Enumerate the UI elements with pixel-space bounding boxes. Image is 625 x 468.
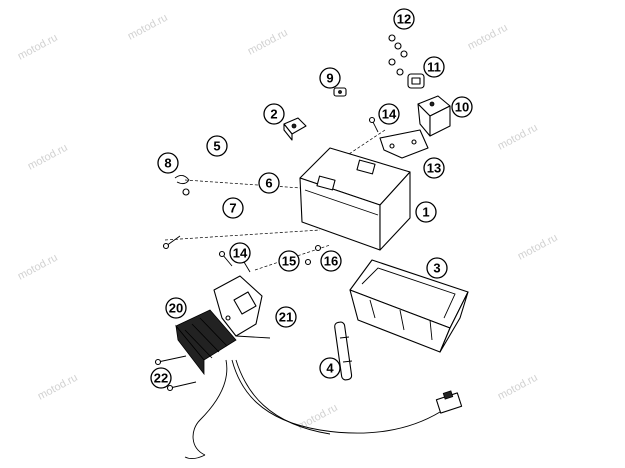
svg-text:22: 22 [154, 371, 168, 386]
callout-11: 11 [423, 56, 445, 78]
svg-text:16: 16 [324, 254, 338, 269]
callout-14-upper: 14 [378, 103, 400, 125]
callout-labels: 1 2 3 4 5 6 7 8 9 10 11 12 13 14 14 [150, 8, 473, 389]
callout-1: 1 [415, 201, 437, 223]
rubber-strap [334, 321, 353, 381]
svg-text:2: 2 [270, 107, 277, 122]
svg-text:7: 7 [229, 201, 236, 216]
watermark-text: motod.ru [466, 22, 510, 53]
svg-text:11: 11 [427, 60, 441, 75]
callout-9: 9 [319, 67, 341, 89]
callout-16: 16 [320, 250, 342, 272]
callout-15: 15 [278, 250, 300, 272]
starter-relay [417, 95, 451, 137]
watermark-text: motod.ru [496, 122, 540, 153]
bracket-bolt [368, 116, 379, 133]
watermark-layer: motod.ru motod.ru motod.ru motod.ru moto… [16, 12, 560, 433]
terminal-block [283, 117, 307, 141]
svg-text:10: 10 [455, 100, 469, 115]
callout-6: 6 [258, 172, 280, 194]
svg-text:6: 6 [265, 176, 272, 191]
screws-group [388, 34, 408, 76]
watermark-text: motod.ru [296, 402, 340, 433]
callout-7: 7 [222, 197, 244, 219]
svg-text:4: 4 [326, 361, 334, 376]
watermark-text: motod.ru [246, 27, 290, 58]
callout-12: 12 [393, 8, 415, 30]
callout-3: 3 [426, 257, 448, 279]
bolt [162, 235, 181, 250]
callout-2: 2 [263, 103, 285, 125]
small-connector [333, 87, 347, 97]
callout-22: 22 [150, 367, 172, 389]
svg-text:13: 13 [427, 161, 441, 176]
svg-text:8: 8 [164, 156, 171, 171]
watermark-text: motod.ru [36, 372, 80, 403]
callout-20: 20 [165, 297, 187, 319]
watermark-text: motod.ru [126, 12, 170, 43]
callout-10: 10 [451, 96, 473, 118]
svg-text:15: 15 [282, 254, 296, 269]
svg-text:21: 21 [279, 310, 293, 325]
callout-8: 8 [157, 152, 179, 174]
watermark-text: motod.ru [16, 32, 60, 63]
callout-4: 4 [319, 357, 341, 379]
regulator-bracket [213, 275, 271, 339]
relay-bracket [379, 129, 429, 159]
small-hardware [304, 244, 322, 266]
watermark-text: motod.ru [496, 372, 540, 403]
svg-text:12: 12 [397, 12, 411, 27]
regulator-screws [154, 355, 197, 392]
svg-text:9: 9 [326, 71, 333, 86]
voltage-regulator [175, 309, 237, 376]
svg-text:20: 20 [169, 301, 183, 316]
svg-text:14: 14 [233, 246, 248, 261]
callout-14-lower: 14 [229, 242, 251, 264]
watermark-text: motod.ru [16, 252, 60, 283]
watermark-text: motod.ru [26, 142, 70, 173]
wiring-harness [184, 359, 463, 460]
battery-tray [349, 259, 469, 353]
callout-5: 5 [206, 135, 228, 157]
callout-13: 13 [423, 157, 445, 179]
svg-text:1: 1 [422, 205, 429, 220]
relay-cover [407, 73, 425, 89]
svg-text:3: 3 [433, 261, 440, 276]
clip-parts [174, 175, 190, 196]
battery [299, 147, 411, 251]
svg-text:5: 5 [213, 139, 220, 154]
watermark-text: motod.ru [516, 232, 560, 263]
regulator-bolt [218, 250, 251, 273]
svg-text:14: 14 [382, 107, 397, 122]
callout-21: 21 [275, 306, 297, 328]
